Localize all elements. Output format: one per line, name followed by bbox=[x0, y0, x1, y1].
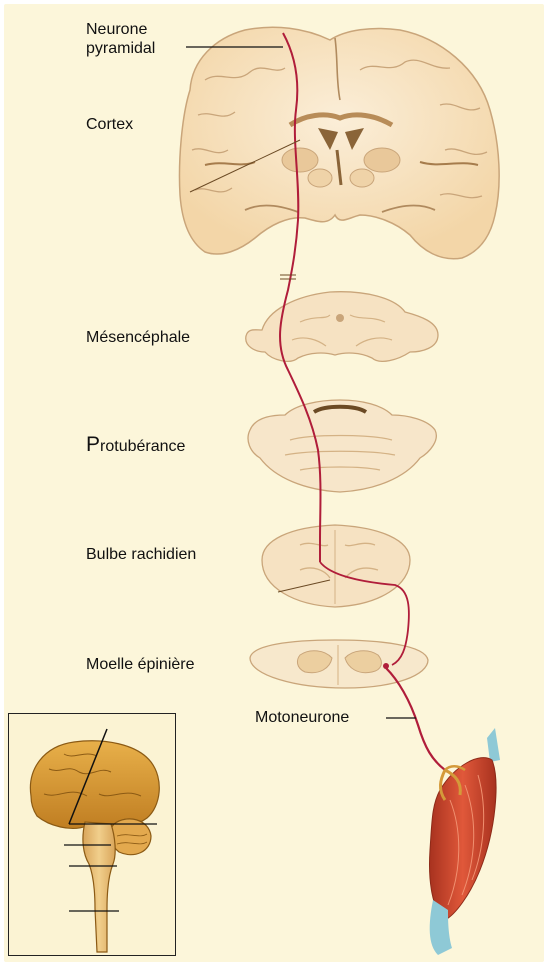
label-mesencephale: Mésencéphale bbox=[86, 328, 190, 347]
bulbe-section bbox=[262, 525, 410, 607]
inset-brainstem bbox=[83, 822, 115, 952]
muscle-illustration bbox=[430, 728, 500, 955]
section-levels-inset bbox=[8, 713, 176, 956]
label-neurone-line2: pyramidal bbox=[86, 39, 155, 58]
label-protuberance: Protubérance bbox=[86, 435, 185, 456]
moelle-section bbox=[250, 640, 428, 688]
label-protuberance-initial: P bbox=[86, 433, 100, 456]
label-protuberance-rest: rotubérance bbox=[100, 438, 185, 455]
label-cortex: Cortex bbox=[86, 115, 133, 134]
label-moelle-epiniere: Moelle épinière bbox=[86, 655, 195, 674]
inset-cerebrum bbox=[30, 741, 159, 829]
label-neurone-pyramidal: Neurone pyramidal bbox=[86, 20, 155, 58]
label-neurone-line1: Neurone bbox=[86, 20, 155, 39]
inset-brain-illustration bbox=[9, 714, 174, 954]
protuberance-section bbox=[248, 400, 436, 492]
cerebrum-section bbox=[179, 27, 499, 259]
label-bulbe-rachidien: Bulbe rachidien bbox=[86, 545, 196, 564]
mesencephale-section bbox=[246, 292, 438, 362]
label-motoneurone: Motoneurone bbox=[255, 708, 349, 727]
